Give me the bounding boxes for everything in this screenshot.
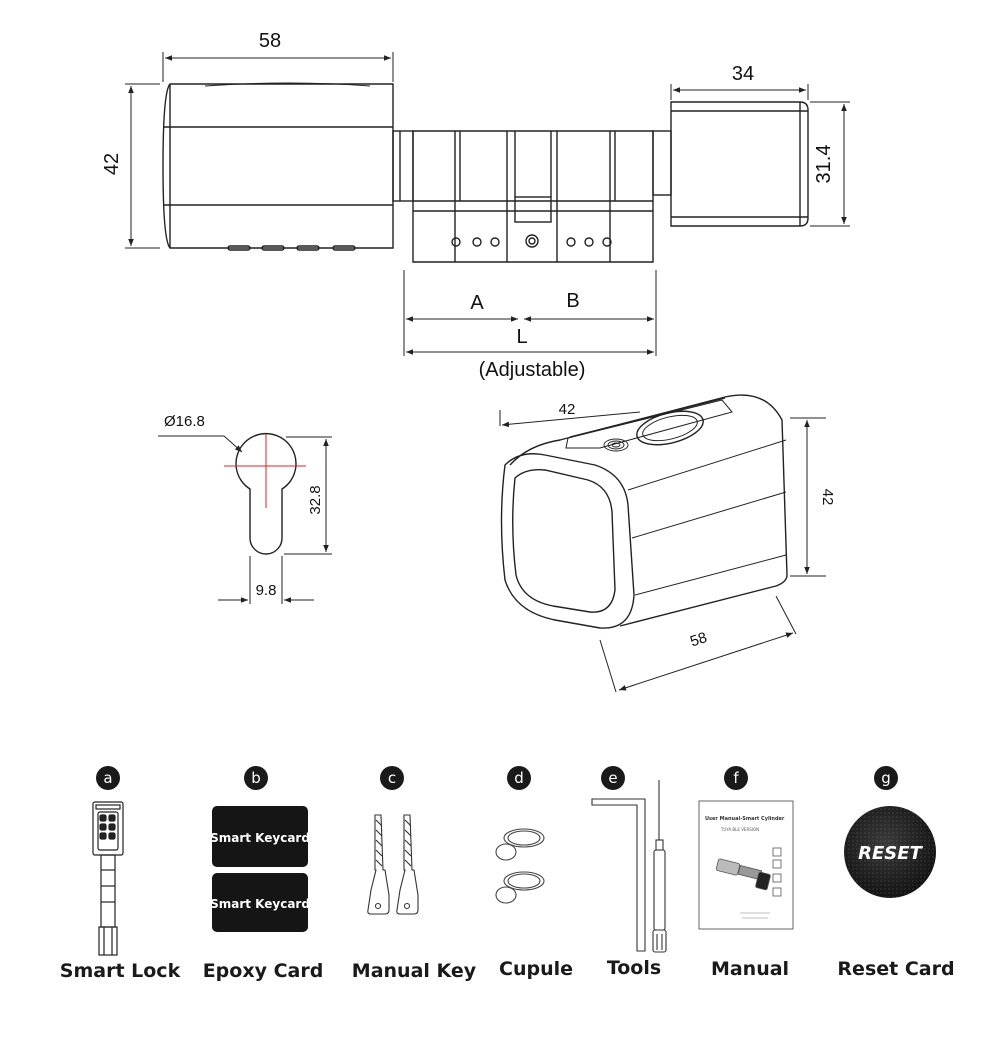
item-name: Manual Key — [352, 960, 477, 982]
profile-view: Ø16.8 32.8 9.8 — [158, 413, 332, 604]
package-item-smart-lock: a Smart Lock — [60, 766, 181, 982]
package-item-manual: f User Manual-Smart Cylinder TUYA BLE VE… — [698, 766, 794, 980]
item-name: Tools — [607, 957, 661, 979]
iso-body-top — [509, 394, 788, 627]
label-l: L — [516, 326, 527, 348]
item-name: Cupule — [499, 958, 573, 980]
dim-profile-height: 32.8 — [307, 485, 324, 514]
label-b: B — [566, 290, 579, 312]
top-view — [162, 82, 809, 263]
badge-letter: b — [251, 769, 261, 787]
dim-knob-height: 31.4 — [813, 145, 835, 184]
cylinder-body — [392, 130, 672, 263]
item-name: Epoxy Card — [203, 960, 324, 982]
package-item-epoxy-card: b Smart Keycard Smart Keycard Epoxy Card — [203, 766, 324, 982]
badge-letter: e — [608, 769, 617, 787]
manual-illustration — [715, 847, 782, 919]
manual-title: User Manual-Smart Cylinder — [705, 816, 785, 822]
reset-card-label: RESET — [858, 843, 923, 864]
key-icon — [367, 814, 419, 915]
iso-view — [500, 394, 788, 629]
iso-front-face-outer — [500, 453, 635, 629]
fingerprint-icon — [603, 438, 629, 452]
package-item-reset-card: g RESET Reset Card — [837, 766, 955, 980]
smart-lock-icon — [92, 801, 124, 956]
badge-letter: f — [733, 769, 739, 787]
top-view-dimensions — [125, 52, 850, 356]
dim-body-width: 58 — [259, 30, 281, 52]
keycard-2-label: Smart Keycard — [210, 897, 310, 911]
item-name: Smart Lock — [60, 960, 181, 982]
badge-letter: c — [388, 769, 396, 787]
keycard-2 — [212, 873, 308, 932]
keycard-1-label: Smart Keycard — [210, 831, 310, 845]
manual-booklet — [698, 800, 794, 930]
label-a: A — [470, 292, 484, 314]
knob — [670, 101, 809, 227]
label-adjustable: (Adjustable) — [479, 359, 586, 381]
item-name: Reset Card — [837, 958, 954, 980]
dim-body-height: 42 — [101, 153, 123, 175]
screwdriver-icon — [652, 780, 667, 953]
dim-iso-height: 42 — [819, 489, 836, 506]
dim-iso-length: 58 — [688, 629, 709, 650]
item-name: Manual — [711, 958, 789, 980]
package-item-tools: e Tools — [591, 766, 667, 979]
iso-view-dimensions — [499, 410, 826, 693]
iso-front-face-inner — [512, 468, 616, 613]
lock-body — [162, 82, 394, 251]
dim-profile-width: 9.8 — [256, 582, 277, 599]
keycard-1 — [212, 806, 308, 867]
hex-key-icon — [591, 798, 646, 952]
manual-subtitle: TUYA BLE VERSION — [720, 827, 759, 832]
badge-letter: g — [881, 769, 891, 787]
package-list: a Smart Lock — [60, 766, 955, 982]
dim-knob-width: 34 — [732, 63, 754, 85]
dim-iso-width: 42 — [559, 401, 576, 418]
keyhole-profile — [235, 432, 297, 555]
package-item-cupule: d Cupule — [495, 766, 573, 980]
cupule-icon — [495, 828, 545, 904]
package-item-manual-key: c Manual Key — [352, 766, 477, 982]
badge-letter: d — [514, 769, 524, 787]
badge-letter: a — [103, 769, 112, 787]
dim-diameter: Ø16.8 — [164, 413, 205, 430]
